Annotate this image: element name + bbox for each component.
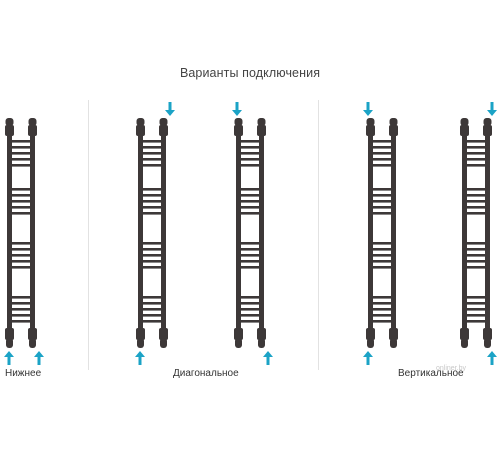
arrow-up-icon <box>487 351 497 365</box>
caption-vertical: Вертикальное <box>398 368 464 379</box>
arrow-down-icon <box>165 102 175 116</box>
arrow-down-icon <box>487 102 497 116</box>
arrow-up-icon <box>135 351 145 365</box>
arrow-down-icon <box>232 102 242 116</box>
towel-rail-bottom <box>1 118 41 348</box>
arrow-down-icon <box>363 102 373 116</box>
divider-right <box>318 100 319 370</box>
arrow-up-icon <box>4 351 14 365</box>
caption-diagonal: Диагональное <box>173 368 239 379</box>
caption-bottom: Нижнее <box>5 368 42 379</box>
arrow-up-icon <box>34 351 44 365</box>
towel-rail-vertical-1 <box>362 118 402 348</box>
divider-left <box>88 100 89 370</box>
connection-options-title: Варианты подключения <box>179 66 321 80</box>
arrow-up-icon <box>263 351 273 365</box>
towel-rail-vertical-2 <box>456 118 496 348</box>
towel-rail-diagonal-1 <box>132 118 172 348</box>
towel-rail-diagonal-2 <box>230 118 270 348</box>
arrow-up-icon <box>363 351 373 365</box>
watermark: onliner.by <box>436 365 466 372</box>
